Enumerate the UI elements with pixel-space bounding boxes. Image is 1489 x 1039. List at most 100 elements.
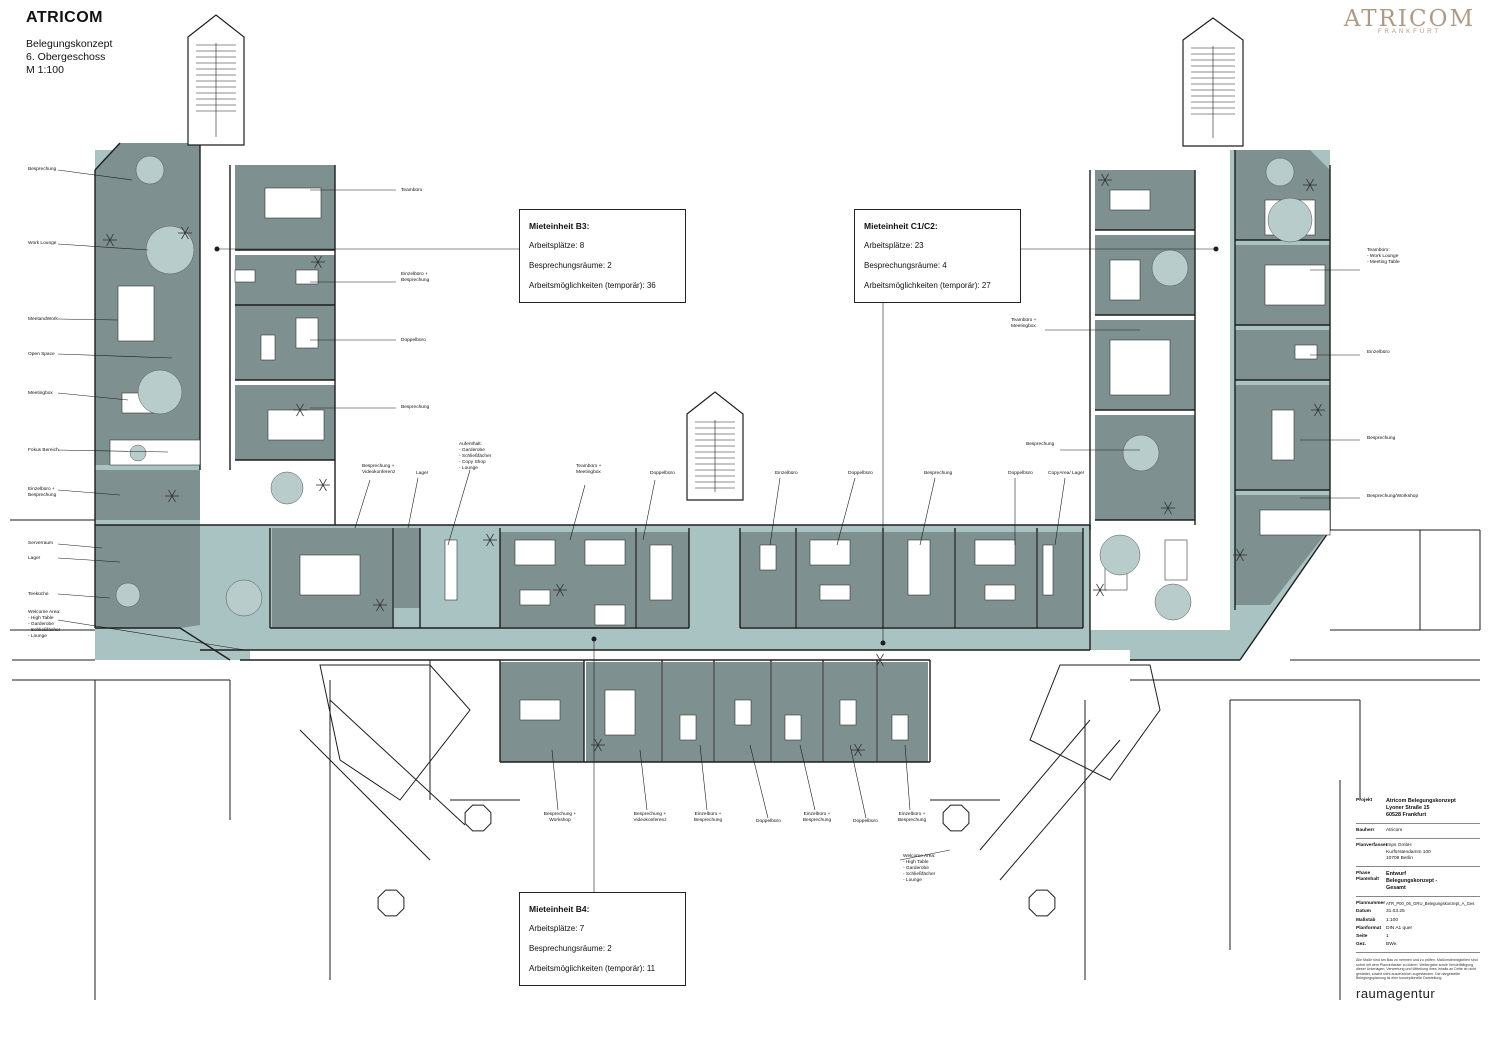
desk	[1271, 409, 1295, 461]
plant-leaf	[181, 232, 186, 240]
label-besprechung-workshop-right: Besprechung/Workshop	[1367, 494, 1419, 499]
leader-line	[904, 744, 911, 811]
label-einzelbuero-besprechung-3: Einzelbüro + Besprechung	[693, 812, 723, 823]
label-teekueche: Teeküche	[28, 592, 49, 597]
plant-leaf	[1167, 507, 1172, 515]
label-copy-lager: CopyArea/ Lager	[1048, 471, 1085, 476]
lobby-diagonal	[299, 729, 431, 861]
plant-leaf	[1167, 501, 1172, 509]
tb-disclaimer: Alle Maße sind am Bau zu nehmen und zu p…	[1356, 958, 1478, 981]
leader-line	[57, 557, 121, 563]
plant-leaf	[296, 409, 301, 417]
leader-line	[769, 477, 781, 546]
desk	[1264, 264, 1326, 306]
desk	[1164, 539, 1188, 581]
plant-leaf	[1104, 179, 1109, 187]
lobby-diagonal	[999, 739, 1121, 881]
desk	[594, 604, 626, 626]
lobby-left-outline	[319, 664, 471, 801]
tb-datum-label: Datum	[1356, 909, 1371, 915]
tb-massstab-value: 1:100	[1386, 917, 1399, 923]
unit-workplaces: Arbeitsplätze: 8	[529, 241, 585, 250]
leader-line	[749, 744, 769, 819]
desk	[679, 714, 697, 741]
plan-title: ATRICOM	[26, 9, 103, 26]
room-south-5	[772, 662, 822, 762]
label-lager: Lager	[28, 556, 41, 561]
plant-leaf	[1239, 548, 1244, 556]
unit-meeting-rooms: Besprechungsräume: 4	[864, 261, 947, 270]
leader-line	[354, 479, 371, 529]
desk	[295, 269, 319, 285]
room-doppelbuero-left	[235, 305, 335, 380]
tb-phase-value: Entwurf Belegungskonzept - Gesamt	[1386, 870, 1438, 892]
tb-massstab-label: Maßstab	[1356, 917, 1376, 923]
kiosk-octagon	[377, 889, 405, 917]
room-south-7	[878, 662, 928, 762]
round-table	[1151, 249, 1189, 287]
plant-leaf	[1317, 409, 1322, 417]
plant-leaf	[168, 495, 173, 503]
desk	[839, 699, 857, 726]
tb-planformat-value: DIN A1 quer	[1386, 925, 1413, 931]
plant-leaf	[1101, 179, 1106, 187]
tb-phase: Phase PlanInhalt Entwurf Belegungskonzep…	[1356, 871, 1480, 892]
lobby-diagonal	[979, 719, 1091, 851]
label-welcome-area-left: Welcome Area: - High Table - Garderobe -…	[28, 610, 61, 639]
tb-seite-label: Seite	[1356, 933, 1368, 939]
tb-gez-value: BWe.	[1386, 942, 1398, 948]
label-einzelbuero-besprechung: Einzelbüro + Besprechung	[28, 487, 57, 498]
plant-leaf	[559, 589, 564, 597]
plant-leaf	[1099, 589, 1104, 597]
round-table	[270, 471, 304, 505]
plant-leaf	[1314, 403, 1319, 411]
plant-leaf	[376, 604, 381, 612]
brand-name: ATRICOM	[1343, 6, 1475, 32]
tb-projekt-label: Projekt	[1356, 798, 1373, 803]
label-welcome-area-right: Welcome Area: - High Table - Garderobe -…	[903, 854, 936, 883]
desk	[649, 544, 673, 601]
leader-line	[639, 749, 648, 811]
plant-leaf	[379, 598, 384, 606]
round-table	[1154, 583, 1192, 621]
plant-leaf	[857, 749, 862, 757]
leader-line	[57, 593, 111, 599]
leader-line	[57, 619, 246, 651]
label-besprechung-workshop: Besprechung + Workshop	[543, 812, 577, 823]
desk	[514, 539, 556, 566]
desk	[264, 187, 322, 219]
desk	[295, 317, 319, 349]
plant-leaf	[1309, 178, 1314, 186]
plan-subtitle: Belegungskonzept	[26, 38, 113, 50]
leader-line	[551, 749, 559, 811]
desk	[819, 584, 851, 601]
label-doppelbuero-4: Doppelbüro	[1008, 471, 1033, 476]
round-table	[1265, 157, 1295, 187]
plant-leaf	[1306, 178, 1311, 186]
plant-leaf	[1317, 403, 1322, 411]
label-besprechung-video-2: Besprechung + Videokonferenz	[633, 812, 667, 823]
unit-meeting-rooms: Besprechungsräume: 2	[529, 944, 612, 953]
header: ATRICOM Belegungskonzept 6. Obergeschoss…	[26, 8, 112, 77]
agency-logo: raumagentur	[1356, 985, 1436, 1001]
plant-leaf	[109, 239, 114, 247]
desk	[1109, 189, 1151, 211]
label-einzelbuero-right: Einzelbüro	[1367, 350, 1390, 355]
plant-leaf	[879, 659, 884, 667]
plant-leaf	[1236, 554, 1241, 562]
plant-leaf	[181, 226, 186, 234]
round-table	[1122, 434, 1160, 472]
desk	[604, 689, 636, 736]
tb-plannummer-value: ATR_P00_06_GRU_Belegungskonzept_A_Ges	[1386, 901, 1475, 907]
unit-temp-workplaces: Arbeitsmöglichkeiten (temporär): 36	[529, 281, 656, 290]
plant-leaf	[1104, 173, 1109, 181]
plant-leaf	[319, 484, 324, 492]
unit-title: Mieteinheit C1/C2:	[864, 221, 938, 231]
tb-gez-label: Gez.	[1356, 942, 1367, 948]
plant-leaf	[556, 583, 561, 591]
tb-planverfasser-value: tmps GmbH Kurfürstendamm 100 10709 Berli…	[1386, 843, 1431, 861]
desk	[519, 699, 561, 721]
label-aufenthalt: Aufenthalt: - Garderobe - Schließfächer …	[459, 442, 492, 471]
tb-massstab: Maßstab 1:100	[1356, 918, 1480, 924]
